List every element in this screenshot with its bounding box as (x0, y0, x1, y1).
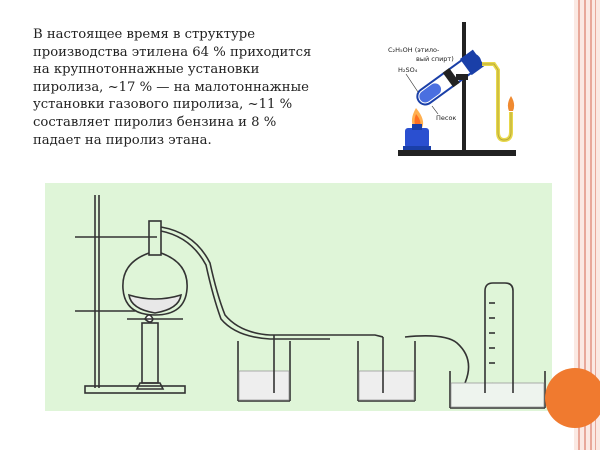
decorative-orange-circle (545, 368, 600, 428)
pyrolysis-apparatus-figure (45, 183, 552, 411)
label-sand: Песок (436, 114, 456, 122)
label-ethanol: C₂H₅OH (этило- (388, 46, 440, 54)
ethylene-production-paragraph: В настоящее время в структуре производст… (33, 27, 312, 148)
ethylene-synthesis-apparatus-figure: C₂H₅OH (этило- вый спирт) H₂SO₄ Песок (388, 22, 516, 156)
label-sulfuric-acid: H₂SO₄ (398, 66, 418, 74)
label-ethanol-name: вый спирт) (416, 55, 454, 63)
